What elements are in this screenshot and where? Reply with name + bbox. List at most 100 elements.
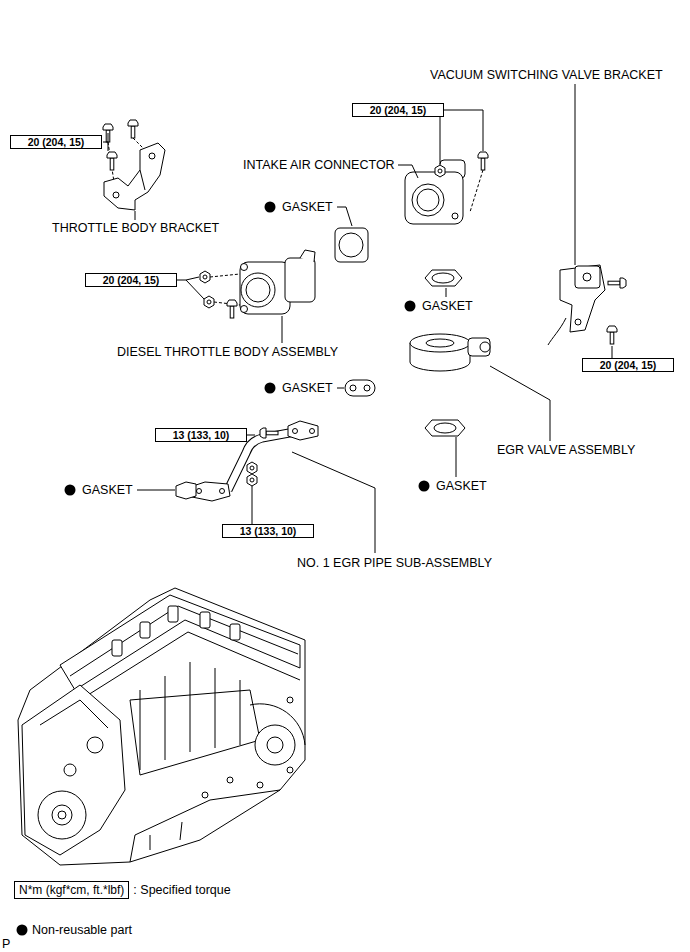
non-reusable-dot	[65, 485, 76, 496]
engine-illustration	[58, 811, 66, 819]
leader-lines	[456, 437, 457, 477]
leader-lines	[490, 366, 550, 441]
gasket-flange	[176, 482, 196, 499]
egr-pipe	[260, 428, 278, 438]
engine-illustration	[267, 737, 283, 753]
legend-text: : Specified torque	[133, 883, 230, 897]
engine-illustration	[64, 764, 76, 776]
vsv-bracket	[575, 266, 600, 288]
intake-air-connector	[452, 213, 458, 219]
leader-lines	[252, 486, 253, 524]
gasket-label: GASKET	[436, 479, 487, 493]
egr-pipe	[293, 429, 298, 434]
engine-illustration	[52, 805, 72, 825]
engine-illustration	[112, 640, 122, 656]
intake-air-connector	[435, 165, 445, 177]
gasket-square	[339, 233, 363, 257]
leader-lines	[137, 490, 175, 491]
non-reusable-dot	[265, 383, 276, 394]
vsv-bracket	[548, 265, 626, 345]
leader-lines	[177, 277, 204, 299]
engine-illustration	[40, 700, 108, 728]
torque-value: 20 (204, 15)	[28, 136, 85, 148]
torque-spec-box: 20 (204, 15)	[352, 103, 444, 117]
intake-air-connector	[405, 152, 488, 224]
egr-pipe	[220, 489, 225, 494]
torque-value: N*m (kgf*cm, ft.*lbf)	[19, 883, 124, 897]
gasket-small	[345, 380, 375, 396]
throttle-body-bracket	[149, 153, 155, 159]
diesel-throttle-body	[246, 278, 270, 302]
engine-illustration	[255, 725, 295, 765]
legend-text: Non-reusable part	[32, 923, 132, 937]
intake-air-connector	[412, 184, 444, 216]
torque-value: 13 (133, 10)	[240, 525, 297, 537]
diesel-throttle-body	[241, 306, 248, 313]
egr-pipe	[288, 421, 318, 440]
engine-illustration	[38, 791, 86, 839]
non-reusable-dot	[405, 301, 416, 312]
engine-illustration	[168, 606, 178, 622]
gasket-label: GASKET	[282, 381, 333, 395]
torque-value: 20 (204, 15)	[103, 274, 160, 286]
part-name: THROTTLE BODY BRACKET	[52, 221, 219, 235]
vsv-bracket	[575, 319, 581, 325]
egr-pipe	[247, 474, 257, 486]
leader-lines	[247, 435, 255, 436]
diesel-throttle-body	[300, 250, 315, 262]
throttle-body-bracket	[103, 124, 113, 142]
torque-value: 13 (133, 10)	[173, 429, 230, 441]
engine-illustration	[150, 822, 182, 850]
egr-pipe	[197, 489, 202, 494]
part-name: VACUUM SWITCHING VALVE BRACKET	[430, 68, 663, 82]
torque-value: 20 (204, 15)	[600, 359, 657, 371]
throttle-body-bracket	[128, 120, 138, 138]
gasket-flat	[425, 420, 465, 436]
non-reusable-dot	[265, 202, 276, 213]
leader-lines	[282, 316, 283, 343]
intake-air-connector	[417, 189, 439, 211]
intake-air-connector	[478, 152, 488, 170]
part-name: INTAKE AIR CONNECTOR	[243, 158, 395, 172]
gasket-flat	[425, 270, 462, 286]
gasket-flat	[432, 273, 454, 283]
part-name: EGR VALVE ASSEMBLY	[497, 443, 635, 457]
figure-code: P	[2, 937, 10, 951]
engine-illustration	[200, 612, 210, 628]
engine-illustration	[287, 697, 293, 703]
gasket-label: GASKET	[282, 200, 333, 214]
leader-lines	[337, 388, 344, 389]
vsv-bracket	[583, 273, 591, 281]
diesel-throttle-body	[227, 300, 237, 318]
leader-lines	[575, 84, 576, 265]
throttle-body-bracket	[140, 170, 145, 190]
egr-valve	[480, 342, 490, 352]
leader-lines	[440, 117, 441, 164]
gasket-square	[335, 228, 368, 262]
gasket-label: GASKET	[82, 483, 133, 497]
leader-lines	[444, 110, 483, 151]
gasket-small	[345, 380, 375, 396]
engine-illustration	[140, 622, 150, 638]
torque-unit-box: N*m (kgf*cm, ft.*lbf)	[14, 881, 129, 899]
egr-pipe	[310, 429, 315, 434]
leader-lines	[398, 165, 418, 178]
engine-illustration	[140, 662, 240, 770]
throttle-body-bracket	[103, 120, 165, 210]
diesel-throttle-body	[241, 264, 248, 271]
leader-lines	[446, 288, 447, 297]
egr-valve	[410, 334, 470, 352]
leader-lines	[103, 84, 612, 553]
leader-lines	[135, 211, 136, 220]
gasket-square	[335, 228, 368, 262]
throttle-body-bracket	[104, 143, 165, 210]
torque-spec-box: 20 (204, 15)	[582, 358, 674, 372]
gasket-flat	[425, 420, 465, 436]
non-reusable-dot	[419, 481, 430, 492]
gasket-small	[364, 385, 370, 391]
engine-illustration	[87, 737, 103, 753]
torque-spec-box: 20 (204, 15)	[10, 135, 102, 149]
